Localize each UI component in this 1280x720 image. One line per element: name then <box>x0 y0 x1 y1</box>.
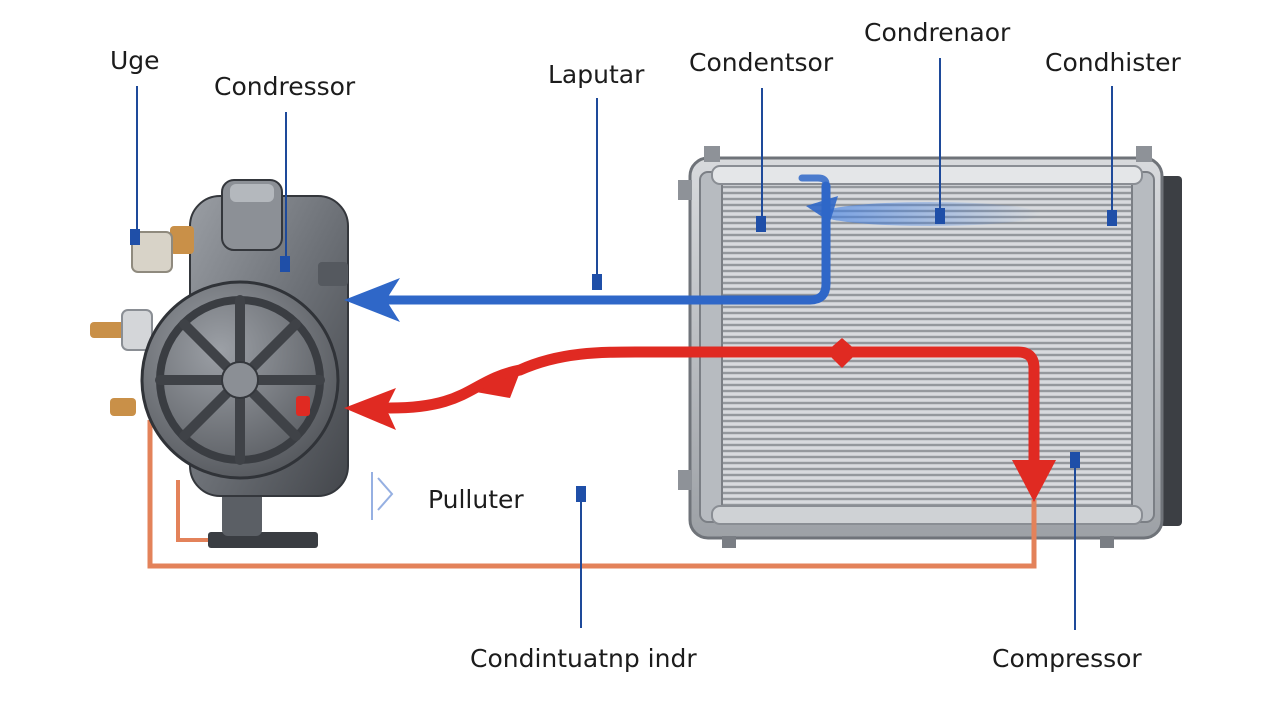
label-compressor-top: Condressor <box>214 72 356 101</box>
hot-arrow-outlet <box>344 388 396 430</box>
hot-port <box>296 396 310 416</box>
cold-refrigerant-line <box>344 174 838 322</box>
compressor-fin-block <box>318 262 348 286</box>
label-condenser-1: Condentsor <box>689 48 834 77</box>
hot-arrow-down <box>1012 460 1056 502</box>
airflow-icon <box>371 472 394 520</box>
bracket <box>722 536 736 548</box>
condenser-top-rail <box>711 165 1143 185</box>
label-condenser-3: Condhister <box>1045 48 1181 77</box>
marker <box>1107 210 1117 226</box>
bracket <box>1100 536 1114 548</box>
compressor-outlet-pipe <box>222 488 262 536</box>
marker <box>576 486 586 502</box>
compressor-unit <box>90 179 349 548</box>
condenser-fins <box>721 183 1133 507</box>
leader-lines <box>136 58 1113 630</box>
brass-valve <box>110 398 136 416</box>
cold-glow <box>820 202 1040 226</box>
label-labutar: Laputar <box>548 60 645 89</box>
copper-pipe <box>147 420 1037 569</box>
marker <box>1070 452 1080 468</box>
brass-valve-body <box>131 231 173 273</box>
label-pulluter: Pulluter <box>428 485 524 514</box>
bracket <box>678 470 692 490</box>
brass-valve <box>90 322 128 338</box>
label-bottom-center: Condintuatnp indr <box>470 644 697 673</box>
marker <box>756 216 766 232</box>
markers <box>130 208 1117 502</box>
label-compressor-bottom: Compressor <box>992 644 1142 673</box>
marker <box>280 256 290 272</box>
label-uge: Uge <box>110 46 160 75</box>
hot-arrow-mid <box>476 372 520 398</box>
compressor-cap <box>230 184 274 202</box>
marker <box>935 208 945 224</box>
hot-arrow-top <box>826 338 858 368</box>
copper-pipe-inner <box>176 480 208 542</box>
marker <box>130 229 140 245</box>
bracket <box>678 180 692 200</box>
cold-arrow-inner <box>806 196 838 222</box>
brass-valve <box>170 226 194 254</box>
condenser-side-panel <box>1160 176 1182 526</box>
label-condenser-2: Condrenaor <box>864 18 1011 47</box>
hot-refrigerant-line <box>344 338 1056 502</box>
condenser-bottom-rail <box>711 505 1143 525</box>
wheel-hub <box>221 361 259 399</box>
valve-body <box>121 309 153 351</box>
marker <box>592 274 602 290</box>
bracket <box>1136 146 1152 162</box>
condenser-right-header <box>1131 171 1155 523</box>
bracket <box>704 146 720 162</box>
cold-arrow <box>344 278 400 322</box>
